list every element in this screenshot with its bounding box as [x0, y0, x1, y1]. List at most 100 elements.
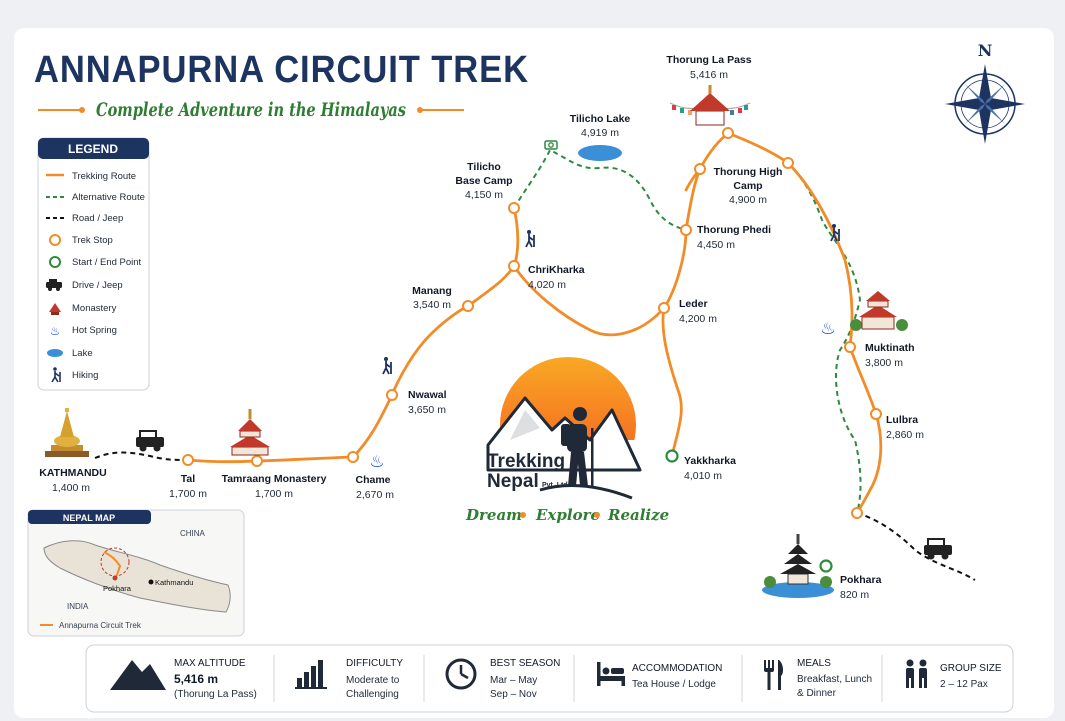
inset-kathmandu-label: Kathmandu	[155, 578, 193, 587]
lake-icon	[47, 349, 63, 357]
page-subtitle: Complete Adventure in the Himalayas	[96, 99, 406, 121]
legend-label: Lake	[72, 348, 93, 359]
trek-stop-thorung-high-camp[interactable]	[694, 163, 706, 175]
stop-alt-tilicho-lake: 4,919 m	[581, 127, 619, 139]
stop-name-thorung-phedi: Thorung Phedi	[697, 224, 771, 236]
hiker-silhouette-icon	[561, 407, 594, 486]
inset-pokhara-label: Pokhara	[103, 584, 132, 593]
compass-rose-icon	[945, 64, 1025, 144]
trek-stop-thorung-la[interactable]	[722, 127, 734, 139]
stop-alt-muktinath: 3,800 m	[865, 357, 903, 369]
stop-name-tilicho-base-camp: Tilicho	[467, 161, 501, 173]
info-group-v1: 2 – 12 Pax	[940, 679, 988, 690]
stop-alt-yakkharka: 4,010 m	[684, 470, 722, 482]
trek-map: ANNAPURNA CIRCUIT TREK Complete Adventur…	[27, 41, 1025, 713]
stop-alt-kathmandu: 1,400 m	[52, 482, 90, 494]
brand-line-2: Nepal	[487, 471, 539, 492]
group-icon	[906, 659, 927, 688]
stop-alt-chrikharka: 4,020 m	[528, 279, 566, 291]
hiker-icon	[830, 224, 840, 242]
legend-label: Drive / Jeep	[72, 280, 123, 291]
trek-stop-chame[interactable]	[347, 451, 359, 463]
legend-label: Trek Stop	[72, 235, 113, 246]
trek-stop-end[interactable]	[851, 507, 863, 519]
legend-label: Trekking Route	[72, 171, 136, 182]
end-point-yakkharka[interactable]	[665, 449, 679, 463]
trek-stop-lulbra[interactable]	[870, 408, 882, 420]
legend: LEGEND ♨ Trekking Route Alternative Rout…	[37, 137, 150, 391]
info-meals-v2: & Dinner	[797, 688, 837, 699]
info-accommodation-head: ACCOMMODATION	[632, 663, 722, 674]
legend-label: Hot Spring	[72, 325, 117, 336]
legend-label: Start / End Point	[72, 257, 142, 268]
page-title: ANNAPURNA CIRCUIT TREK	[34, 49, 529, 91]
stop-alt-leder: 4,200 m	[679, 313, 717, 325]
trek-stop-leder[interactable]	[658, 302, 670, 314]
trek-stop-thorung-phedi[interactable]	[680, 224, 692, 236]
legend-label: Hiking	[72, 370, 98, 381]
road-pokhara	[856, 512, 976, 581]
trekking-route	[186, 131, 883, 515]
trek-stop-tilicho-base-camp[interactable]	[508, 202, 520, 214]
stop-name-thorung-high-camp-2: Camp	[733, 180, 762, 192]
tilicho-lake-icon	[578, 145, 622, 161]
tagline-explore: Explore	[535, 506, 600, 524]
legend-label: Road / Jeep	[72, 213, 123, 224]
stop-name-lulbra: Lulbra	[886, 414, 918, 426]
inset-china-label: CHINA	[180, 529, 206, 538]
stop-name-kathmandu: KATHMANDU	[39, 467, 106, 479]
stop-name-manang: Manang	[412, 285, 452, 297]
tagline-dream: Dream	[465, 506, 522, 524]
pokhara-pagoda-icon	[762, 534, 834, 598]
hiker-icon	[51, 367, 61, 383]
stop-name-tamraang: Tamraang Monastery	[222, 473, 327, 485]
map-poster: ANNAPURNA CIRCUIT TREK Complete Adventur…	[14, 28, 1054, 718]
inset-heading: NEPAL MAP	[63, 513, 115, 523]
trek-stop-tamraang[interactable]	[251, 455, 263, 467]
stop-alt-tilicho-base-camp: 4,150 m	[465, 189, 503, 201]
end-point-pokhara[interactable]	[819, 559, 833, 573]
stop-name-chame: Chame	[355, 474, 390, 486]
stop-alt-nwawal: 3,650 m	[408, 404, 446, 416]
road-kathmandu-tal	[94, 451, 189, 461]
trek-stop-icon	[49, 234, 61, 246]
legend-label: Alternative Route	[72, 192, 145, 203]
stop-name-chrikharka: ChriKharka	[528, 264, 585, 276]
trek-stop-junction[interactable]	[782, 157, 794, 169]
kathmandu-stupa-icon	[45, 408, 89, 457]
camera-icon	[544, 140, 558, 150]
info-meals-v1: Breakfast, Lunch	[797, 674, 872, 685]
stop-alt-tamraang: 1,700 m	[255, 488, 293, 500]
stop-name-thorung-la: Thorung La Pass	[666, 54, 751, 66]
alt-route-tilicho	[513, 148, 687, 231]
mountain-icon	[110, 660, 166, 690]
hiker-icon	[382, 357, 392, 375]
trek-stop-chrikharka[interactable]	[508, 260, 520, 272]
stop-name-nwawal: Nwawal	[408, 389, 447, 401]
trek-stop-nwawal[interactable]	[386, 389, 398, 401]
hot-spring-icon: ♨	[820, 319, 835, 338]
info-meals-head: MEALS	[797, 658, 831, 669]
inset-india-label: INDIA	[67, 602, 89, 611]
tagline-dot	[594, 512, 600, 518]
trek-stop-manang[interactable]	[462, 300, 474, 312]
legend-label: Monastery	[72, 303, 117, 314]
thorung-la-shrine-icon	[669, 85, 751, 126]
fork-knife-icon	[764, 660, 784, 690]
legend-heading: LEGEND	[68, 142, 118, 156]
hot-spring-icon: ♨	[369, 452, 384, 471]
trek-stop-tal[interactable]	[182, 454, 194, 466]
brand-suffix: Pvt. Ltd.	[542, 482, 570, 489]
info-accommodation-v1: Tea House / Lodge	[632, 679, 716, 690]
brand-line-1: Trekking	[487, 451, 565, 472]
stop-alt-chame: 2,670 m	[356, 489, 394, 501]
stop-name-yakkharka: Yakkharka	[684, 455, 736, 467]
info-season-v1: Mar – May	[490, 675, 537, 686]
clock-icon	[445, 658, 477, 690]
tagline-dot	[520, 512, 526, 518]
muktinath-temple-icon	[850, 291, 908, 331]
info-max-altitude-head: MAX ALTITUDE	[174, 658, 246, 669]
trek-stop-muktinath[interactable]	[844, 341, 856, 353]
stop-alt-tal: 1,700 m	[169, 488, 207, 500]
jeep-icon	[136, 430, 164, 452]
